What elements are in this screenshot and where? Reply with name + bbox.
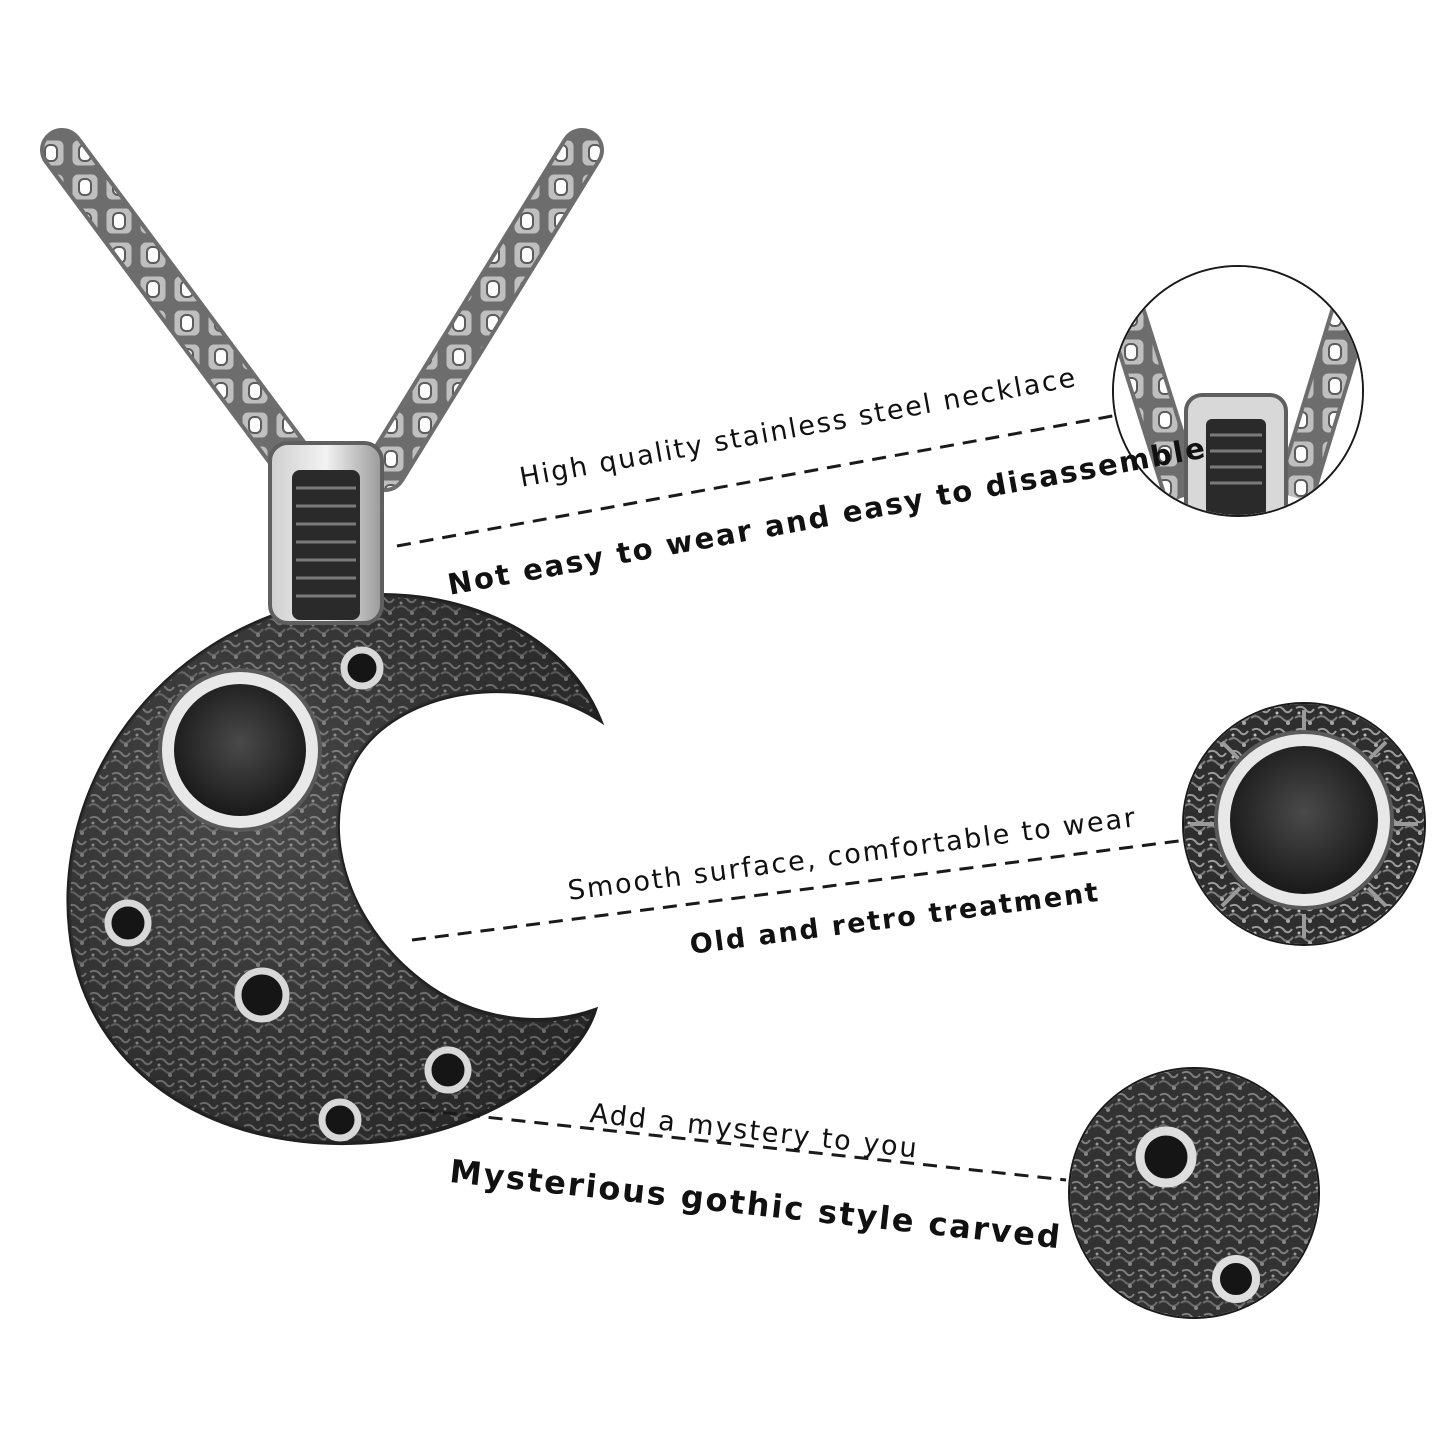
chain-left-strand (40, 128, 322, 492)
small-craters (104, 646, 472, 1142)
pendant-bail (268, 441, 384, 625)
texture-detail-icon (1070, 1069, 1318, 1317)
chain-right-strand (363, 128, 604, 492)
leader-line-chain (396, 413, 1119, 548)
crescent-moon-pendant (66, 593, 605, 1145)
leader-line-surface (411, 838, 1187, 942)
zoom-detail-bail (1112, 265, 1364, 517)
bail-detail-icon (1114, 267, 1362, 515)
leader-line-texture (419, 1108, 1067, 1182)
crater-detail-icon (1184, 704, 1424, 944)
leader-lines (396, 413, 1187, 1182)
large-crater (174, 684, 306, 816)
zoom-detail-large-crater (1182, 702, 1426, 946)
zoom-detail-carved-texture (1068, 1067, 1320, 1319)
